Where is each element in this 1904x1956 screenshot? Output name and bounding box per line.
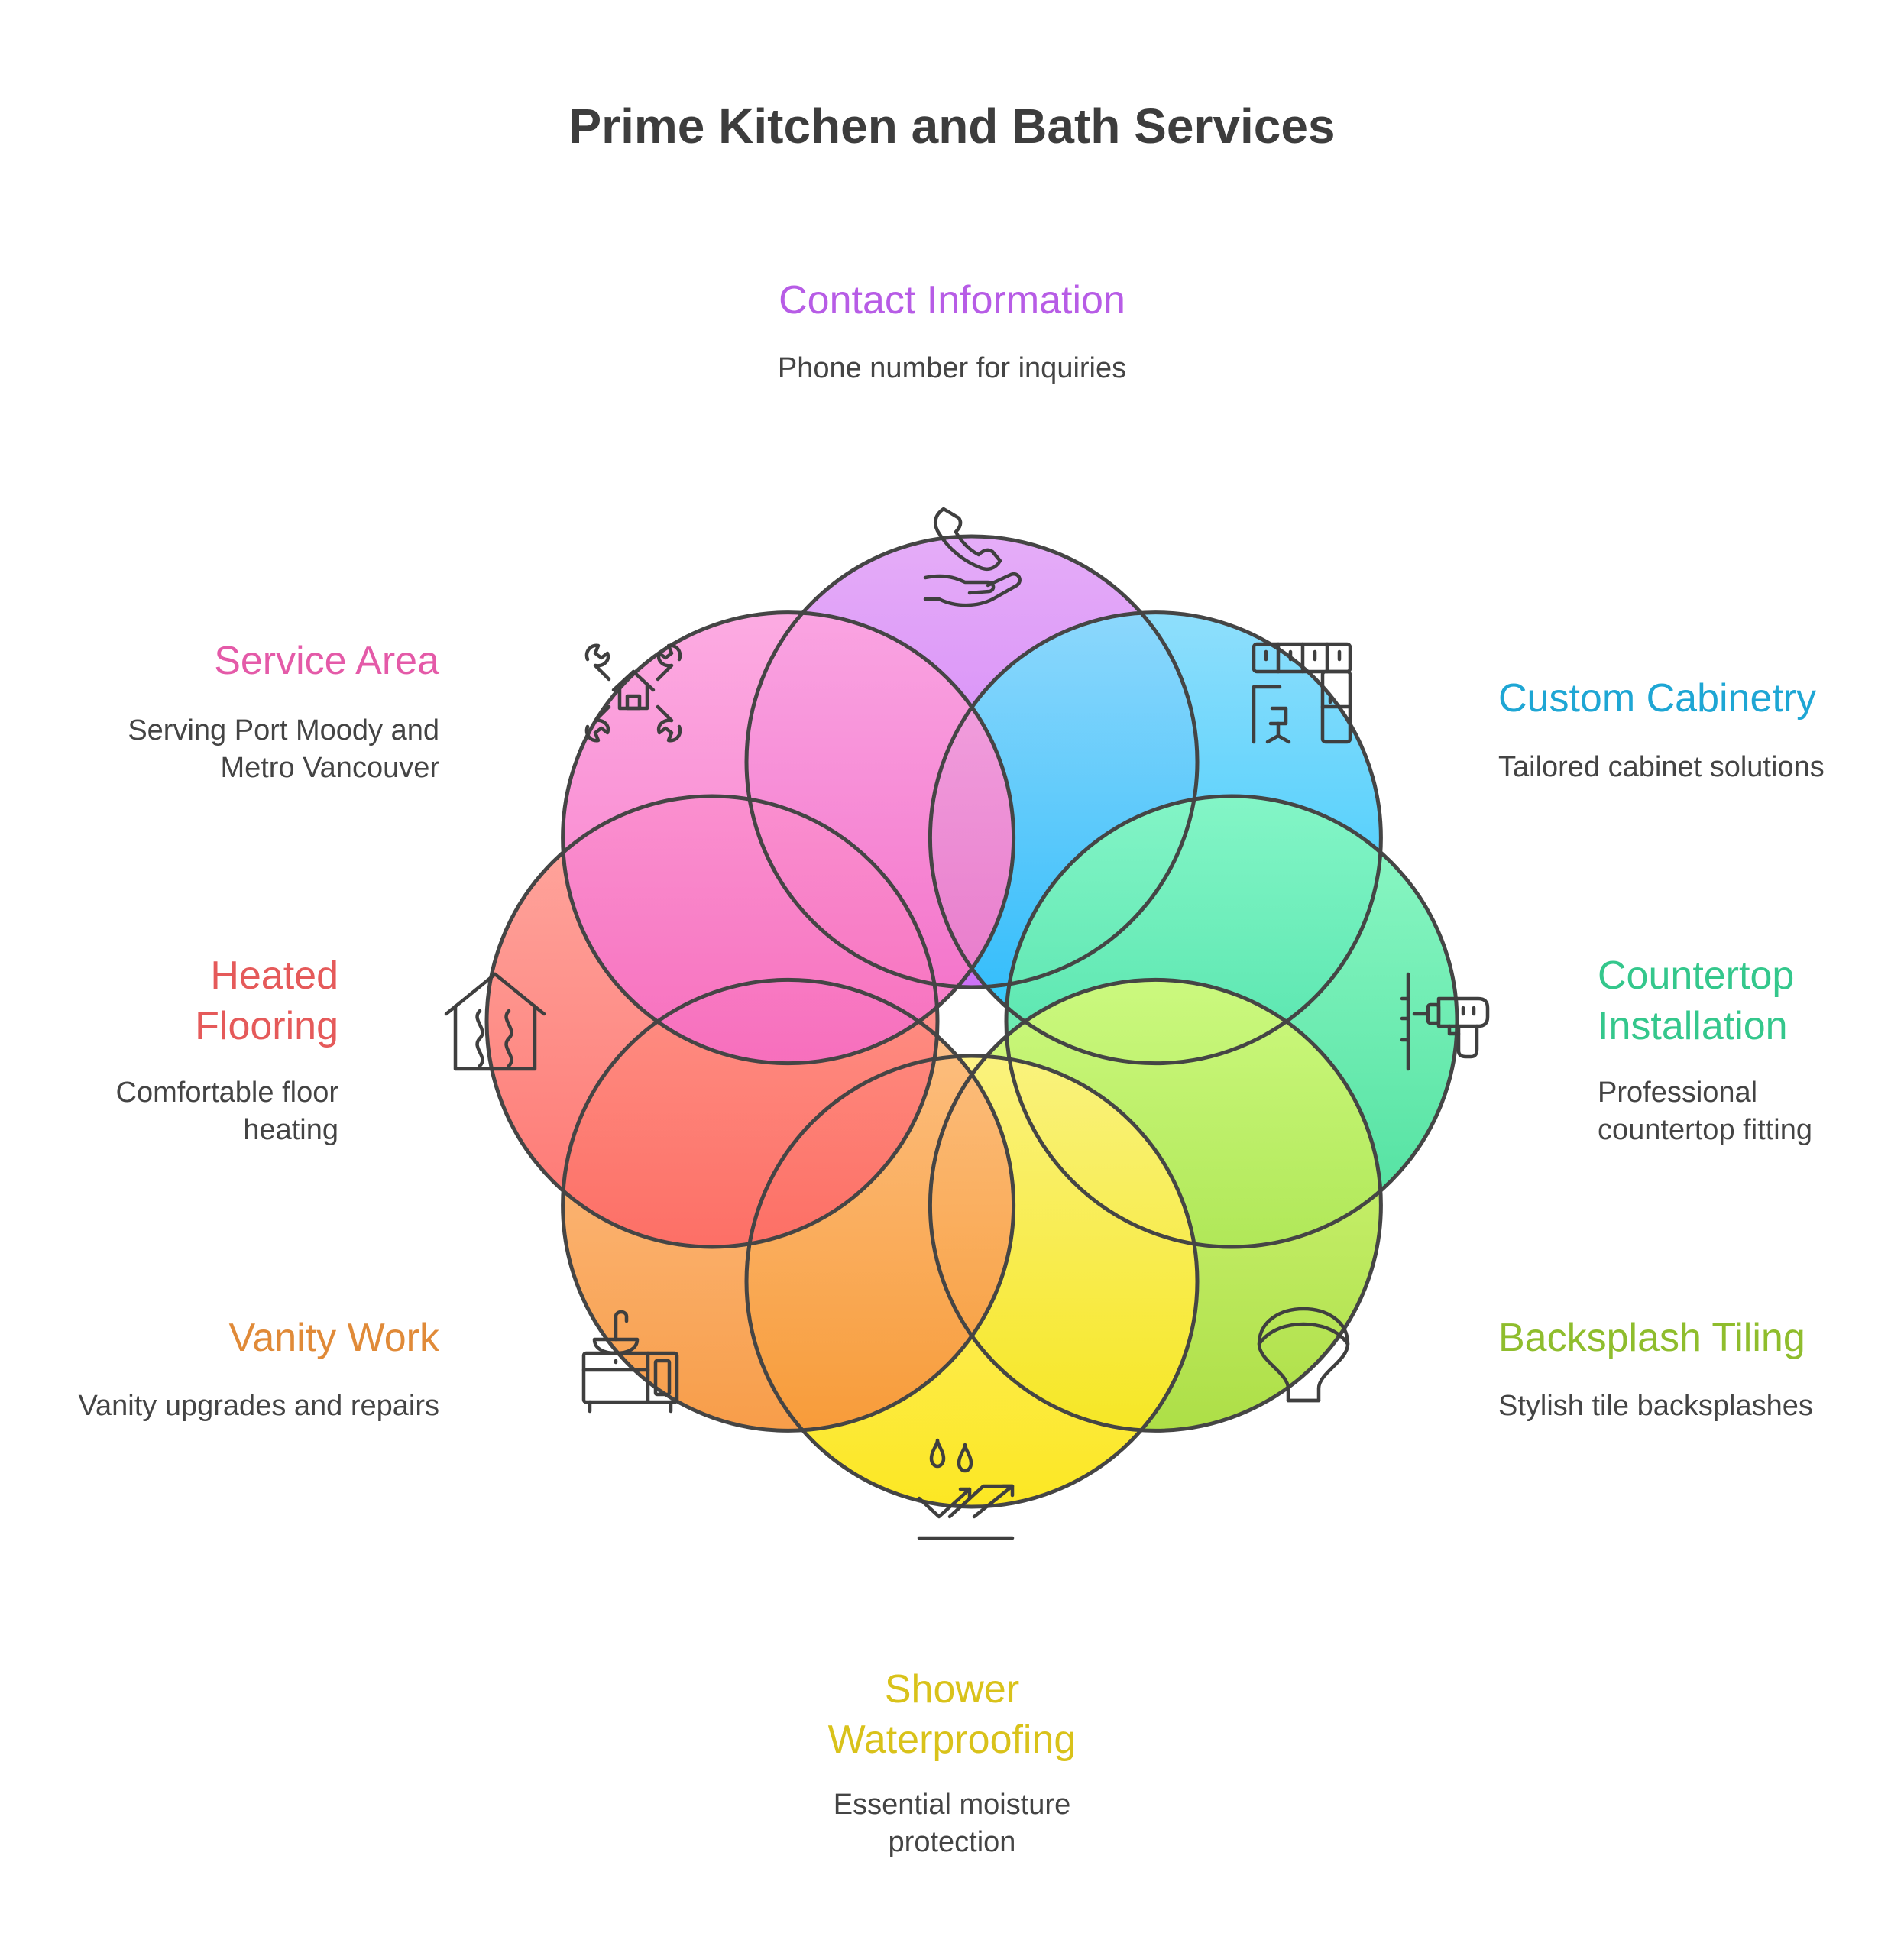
service-circle-outline bbox=[561, 610, 1016, 1066]
tools-house-icon bbox=[584, 643, 682, 743]
countertop-label: Countertop Installation bbox=[1598, 954, 1795, 1048]
vanity-circle-outline bbox=[561, 977, 1016, 1433]
cabinet-icon bbox=[1252, 642, 1352, 744]
contact-description: Phone number for inquiries bbox=[777, 352, 1127, 384]
water-drops-icon bbox=[917, 1438, 1015, 1540]
shower-circle-outline bbox=[744, 1054, 1200, 1509]
heated-description: Comfortable floor heating bbox=[115, 1077, 338, 1146]
phone-hand-icon bbox=[923, 507, 1022, 607]
service-circle bbox=[562, 612, 1014, 1064]
backsplash-label: Backsplash Tiling bbox=[1498, 1316, 1805, 1360]
backsplash-circle-outline bbox=[928, 977, 1383, 1433]
tile-arch-icon bbox=[1257, 1307, 1350, 1403]
heated-circle-outline bbox=[484, 794, 940, 1249]
contact-circle-outline bbox=[744, 534, 1200, 989]
vanity-sink-icon bbox=[581, 1310, 679, 1414]
cabinetry-label: Custom Cabinetry bbox=[1498, 676, 1817, 721]
drill-icon bbox=[1400, 972, 1490, 1071]
countertop-description: Professional countertop fitting bbox=[1598, 1077, 1812, 1146]
shower-label: Shower Waterproofing bbox=[827, 1667, 1077, 1762]
heated-label: Heated Flooring bbox=[195, 954, 338, 1048]
cabinetry-description: Tailored cabinet solutions bbox=[1498, 751, 1825, 783]
service-label: Service Area bbox=[214, 639, 439, 683]
heated-house-icon bbox=[444, 972, 546, 1071]
service-description: Serving Port Moody and Metro Vancouver bbox=[128, 714, 439, 784]
page-title: Prime Kitchen and Bath Services bbox=[568, 99, 1336, 154]
vanity-description: Vanity upgrades and repairs bbox=[78, 1390, 439, 1422]
vanity-label: Vanity Work bbox=[228, 1316, 440, 1360]
countertop-circle-outline bbox=[1004, 794, 1459, 1249]
cabinetry-circle-outline bbox=[928, 610, 1383, 1066]
contact-label: Contact Information bbox=[779, 278, 1125, 322]
backsplash-description: Stylish tile backsplashes bbox=[1498, 1390, 1813, 1422]
shower-description: Essential moisture protection bbox=[833, 1789, 1071, 1858]
